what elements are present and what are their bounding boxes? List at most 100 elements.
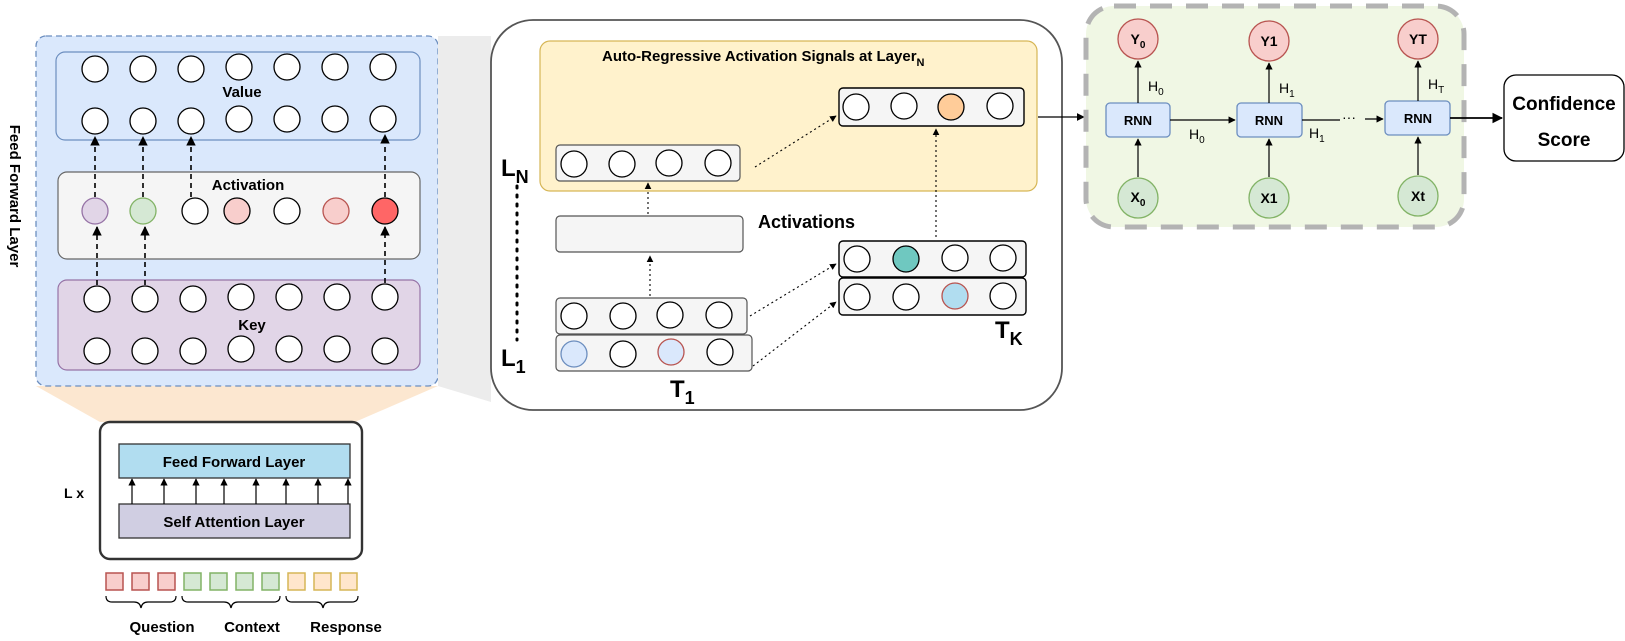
t1-to-tk-arrow [749,263,837,317]
activation-node [706,338,734,366]
key-node [131,337,159,365]
activation-node-pink [322,197,350,225]
key-node [371,283,399,311]
confidence-score-box: Confidence Score [1503,74,1625,162]
hidden-label-h0-up: H0 [1148,78,1164,98]
output-node-yt [1397,18,1439,60]
token-first-sub: 1 [685,388,695,408]
activation-node [609,302,637,330]
activation-node [986,92,1014,120]
activation-signals-panel: Auto-Regressive Activation Signals at La… [438,19,1063,411]
activation-node [273,197,301,225]
input-node-x0 [1117,177,1159,219]
key-node [275,283,303,311]
context-token [209,572,228,591]
rnn-cell-label: RNN [1404,111,1432,126]
layer-1-axis-sub: 1 [516,357,526,377]
input-x1-label: X1 [1260,190,1277,206]
activation-node [656,301,684,329]
token-last-base: T [995,317,1010,344]
hidden-ht-up-sub: T [1438,85,1444,96]
hidden-h1-right-base: H [1309,125,1319,141]
key-label: Key [238,317,266,334]
activation-nodes [81,197,399,225]
context-brace [181,595,281,609]
attn-bar [118,503,351,539]
key-node [371,337,399,365]
token-first-base: T [670,376,685,403]
rnn-cell-label: RNN [1124,113,1152,128]
transformer-block: L x Feed Forward Layer Self Attention La… [64,420,364,561]
key-node [275,335,303,363]
value-node [129,55,157,83]
layern-row-arrow [754,115,837,168]
value-node [321,105,349,133]
token-first-label: T1 [670,376,695,408]
layer-n-token-row [555,144,741,182]
activation-node [989,244,1017,272]
activation-node [655,149,683,177]
key-nodes-top [83,283,399,313]
activation-node [892,283,920,311]
output-node-y0 [1117,18,1159,60]
key-node [227,335,255,363]
input-xt-label: Xt [1411,188,1425,204]
output-node-y1 [1248,20,1290,62]
key-nodes-bottom [83,335,399,365]
value-label: Value [222,84,261,101]
key-node [131,285,159,313]
value-node [273,53,301,81]
confidence-score-line2: Score [1538,130,1591,151]
ellipsis: ··· [1342,109,1356,125]
key-node [227,283,255,311]
key-node [323,335,351,363]
activation-node [843,283,871,311]
activation-node [704,149,732,177]
response-token [339,572,358,591]
activation-node [560,302,588,330]
activation-node-orange [937,93,965,121]
activation-node [941,244,969,272]
activation-node-blue [560,340,588,368]
activation-node [608,150,636,178]
output-y0-sub: 0 [1140,40,1146,51]
value-node [177,107,205,135]
ffn-bar-label: Feed Forward Layer [163,454,306,471]
layer-1-row-upper [555,297,748,335]
hidden-label-ht-up: HT [1428,76,1444,96]
hidden-h1-up-sub: 1 [1289,89,1295,100]
question-token [157,572,176,591]
ffn-dashed-arrows [90,134,390,285]
value-node [177,55,205,83]
key-node [179,285,207,313]
hidden-h0-up-base: H [1148,78,1158,94]
layer-n-title-sub: N [917,57,925,69]
hidden-label-h1-right: H1 [1309,125,1325,145]
token-last-sub: K [1010,329,1023,349]
hidden-h1-right-sub: 1 [1319,134,1325,145]
hidden-label-h0-right: H0 [1189,126,1205,146]
activation-node [560,150,588,178]
activation-node-blue [657,338,685,366]
hidden-h0-right-sub: 0 [1199,135,1205,146]
hidden-h0-right-base: H [1189,126,1199,142]
hidden-label-h1-up: H1 [1279,80,1295,100]
layer-1-axis-label: L1 [501,345,526,377]
activation-node-purple [81,197,109,225]
activation-label: Activation [212,177,285,194]
layer-n-axis-sub: N [516,167,529,187]
key-node [323,283,351,311]
key-node [179,337,207,365]
output-y0-label: Y0 [1131,31,1146,51]
hidden-h0-up-sub: 0 [1158,87,1164,98]
layer-n-last-token-row [838,87,1025,127]
ffn-bar [118,443,351,479]
ffn-detail-panel: Feed Forward Layer Value Activation [6,35,439,422]
token-k-row-upper [838,240,1027,278]
value-node [369,53,397,81]
activation-node-teal [892,245,920,273]
layer-1-axis-base: L [501,345,516,372]
layer-n-title: Auto-Regressive Activation Signals at La… [602,48,925,69]
token-last-label: TK [995,317,1023,349]
